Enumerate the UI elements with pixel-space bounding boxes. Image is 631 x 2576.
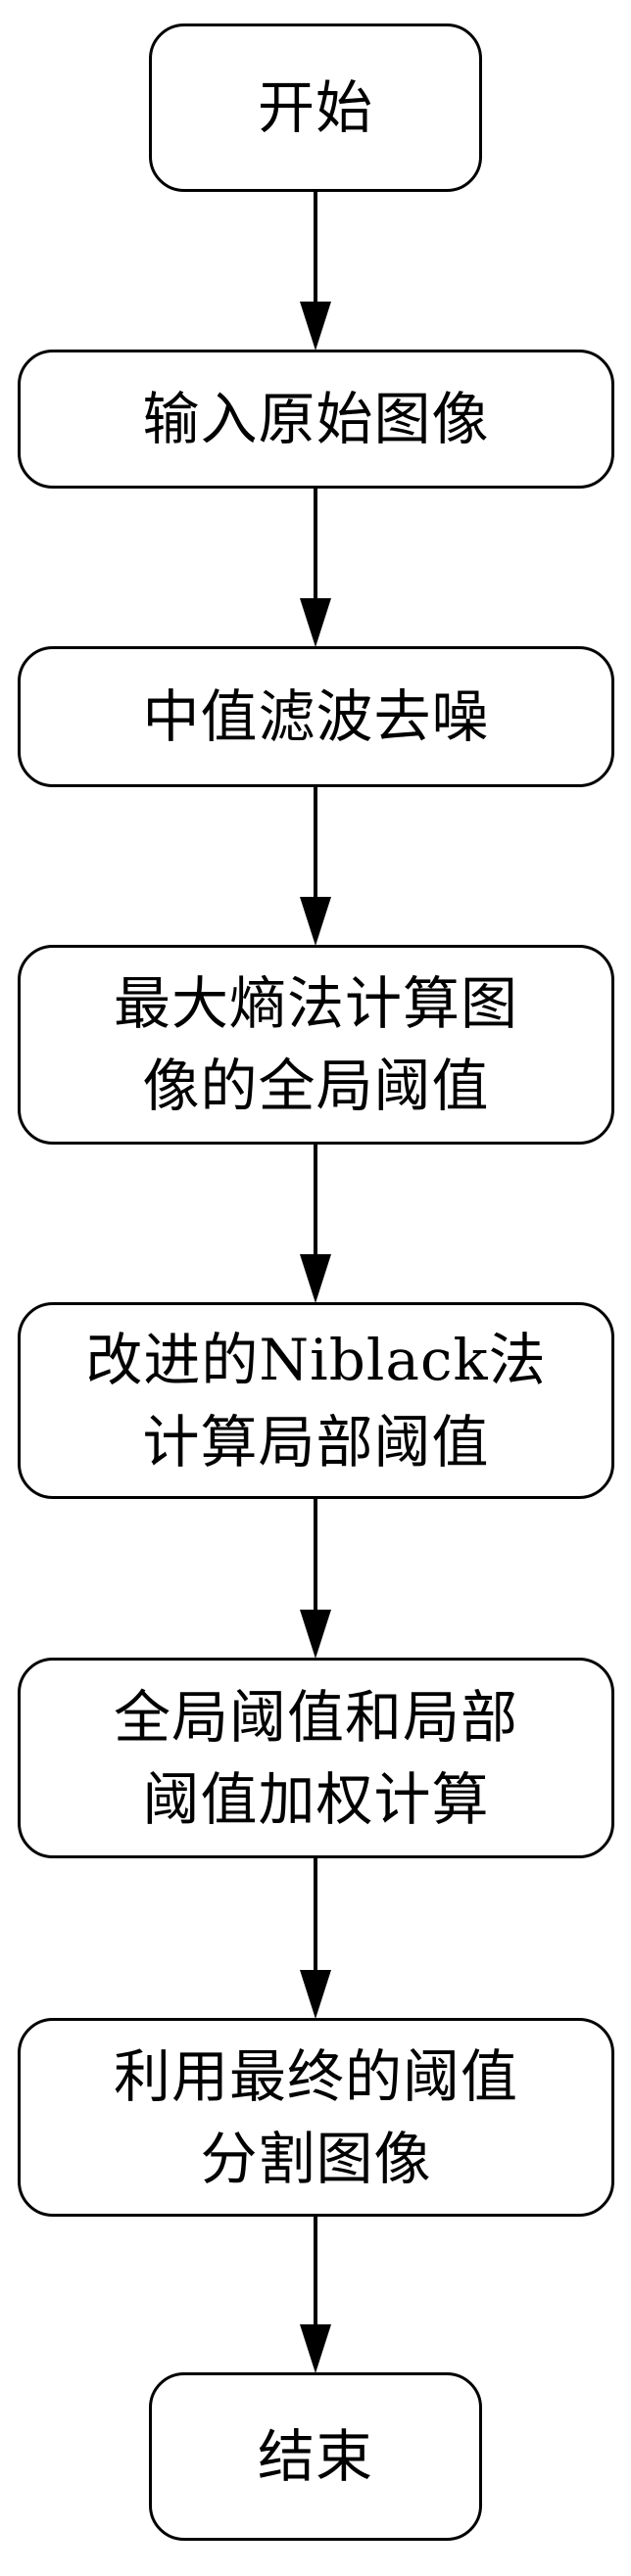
end-terminal: 结束	[149, 2372, 482, 2541]
arrow-1	[300, 191, 331, 351]
step-input-image-label: 输入原始图像	[142, 386, 490, 452]
arrow-7	[300, 2215, 331, 2373]
arrow-5	[300, 1497, 331, 1659]
step-local-threshold-label: 改进的Niblack法 计算局部阈值	[85, 1326, 547, 1475]
step-segment-image: 利用最终的阈值 分割图像	[18, 2018, 614, 2217]
arrow-6	[300, 1856, 331, 2019]
start-terminal: 开始	[149, 23, 482, 192]
end-label: 结束	[257, 2423, 373, 2490]
step-segment-image-label: 利用最终的阈值 分割图像	[113, 2042, 518, 2192]
arrow-4	[300, 1143, 331, 1303]
step-input-image: 输入原始图像	[18, 350, 614, 489]
step-median-filter: 中值滤波去噪	[18, 646, 614, 787]
arrow-3	[300, 785, 331, 946]
step-median-filter-label: 中值滤波去噪	[142, 683, 490, 750]
start-label: 开始	[257, 74, 373, 141]
step-weighted-threshold: 全局阈值和局部 阈值加权计算	[18, 1658, 614, 1858]
step-local-threshold: 改进的Niblack法 计算局部阈值	[18, 1302, 614, 1499]
step-weighted-threshold-label: 全局阈值和局部 阈值加权计算	[113, 1683, 518, 1833]
step-global-threshold-label: 最大熵法计算图 像的全局阈值	[113, 970, 518, 1119]
arrow-2	[300, 487, 331, 647]
step-global-threshold: 最大熵法计算图 像的全局阈值	[18, 945, 614, 1145]
